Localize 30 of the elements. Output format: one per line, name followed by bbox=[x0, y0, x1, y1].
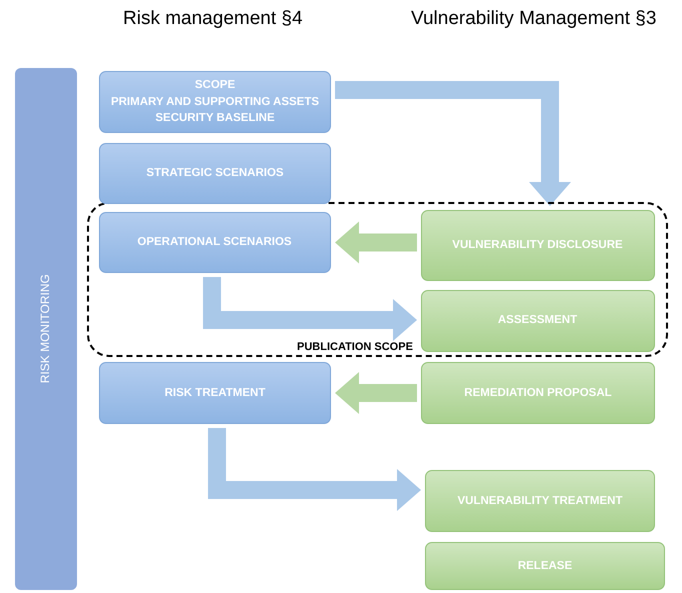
box-label: VULNERABILITY TREATMENT bbox=[457, 494, 623, 509]
box-label: ASSESSMENT bbox=[498, 313, 578, 328]
process-box bbox=[99, 143, 331, 204]
process-box bbox=[420, 210, 654, 280]
block-arrow bbox=[335, 372, 417, 414]
dashed-boundary bbox=[87, 202, 668, 357]
process-box bbox=[425, 470, 655, 532]
box-label: OPERATIONAL SCENARIOS bbox=[137, 234, 292, 250]
side-bar bbox=[15, 68, 77, 590]
box-label: RELEASE bbox=[518, 558, 572, 574]
box-label: RISK TREATMENT bbox=[164, 386, 266, 401]
box-label: PRIMARY AND SUPPORTING ASSETS bbox=[110, 94, 320, 110]
block-arrow bbox=[335, 222, 417, 264]
box-label: STRATEGIC SCENARIOS bbox=[146, 166, 284, 182]
column-heading: Risk management §4 bbox=[123, 8, 303, 30]
process-box bbox=[421, 362, 655, 424]
process-box bbox=[99, 71, 331, 133]
box-label: SCOPE bbox=[194, 78, 236, 93]
process-box bbox=[98, 212, 330, 272]
boundary-label: PUBLICATION SCOPE bbox=[297, 341, 413, 353]
block-arrow bbox=[335, 81, 571, 206]
column-heading: Vulnerability Management §3 bbox=[411, 8, 656, 30]
box-label: REMEDIATION PROPOSAL bbox=[464, 386, 612, 401]
box-label: SECURITY BASELINE bbox=[155, 111, 275, 126]
block-arrow bbox=[203, 277, 417, 341]
box-label: VULNERABILITY DISCLOSURE bbox=[452, 238, 623, 253]
process-box bbox=[99, 362, 331, 424]
process-box bbox=[420, 290, 654, 352]
bar-label: RISK MONITORING bbox=[37, 274, 54, 384]
process-box bbox=[425, 542, 665, 590]
